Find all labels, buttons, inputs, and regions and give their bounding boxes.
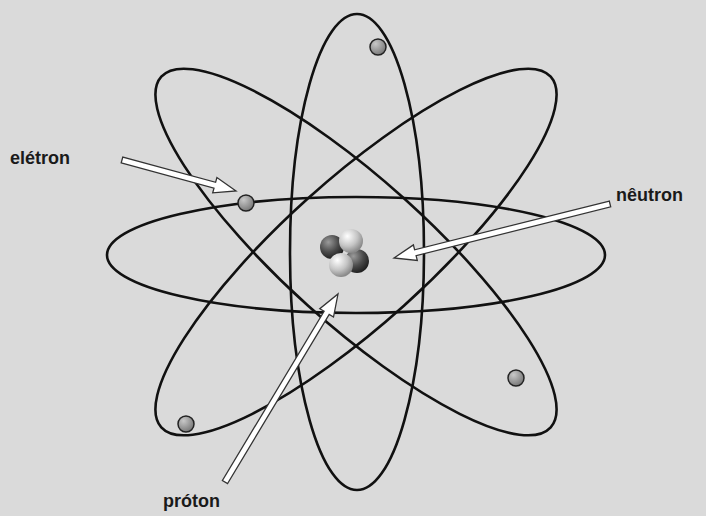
electron-dot bbox=[178, 416, 194, 432]
electron-dot bbox=[508, 370, 524, 386]
part-label: próton bbox=[163, 492, 220, 512]
orbits bbox=[107, 14, 605, 490]
leader-arrow bbox=[222, 294, 338, 484]
pointer-arrows bbox=[121, 157, 611, 483]
nucleus bbox=[320, 229, 369, 277]
leader-arrow bbox=[394, 201, 611, 260]
electron-dot bbox=[370, 39, 386, 55]
proton-sphere bbox=[339, 229, 363, 253]
part-label: nêutron bbox=[616, 186, 683, 206]
leader-arrow bbox=[121, 157, 236, 193]
proton-sphere bbox=[329, 253, 353, 277]
orbit bbox=[113, 23, 599, 481]
orbit bbox=[107, 197, 605, 313]
part-label: elétron bbox=[10, 149, 70, 169]
electron-dot bbox=[238, 195, 254, 211]
orbit bbox=[113, 23, 599, 481]
